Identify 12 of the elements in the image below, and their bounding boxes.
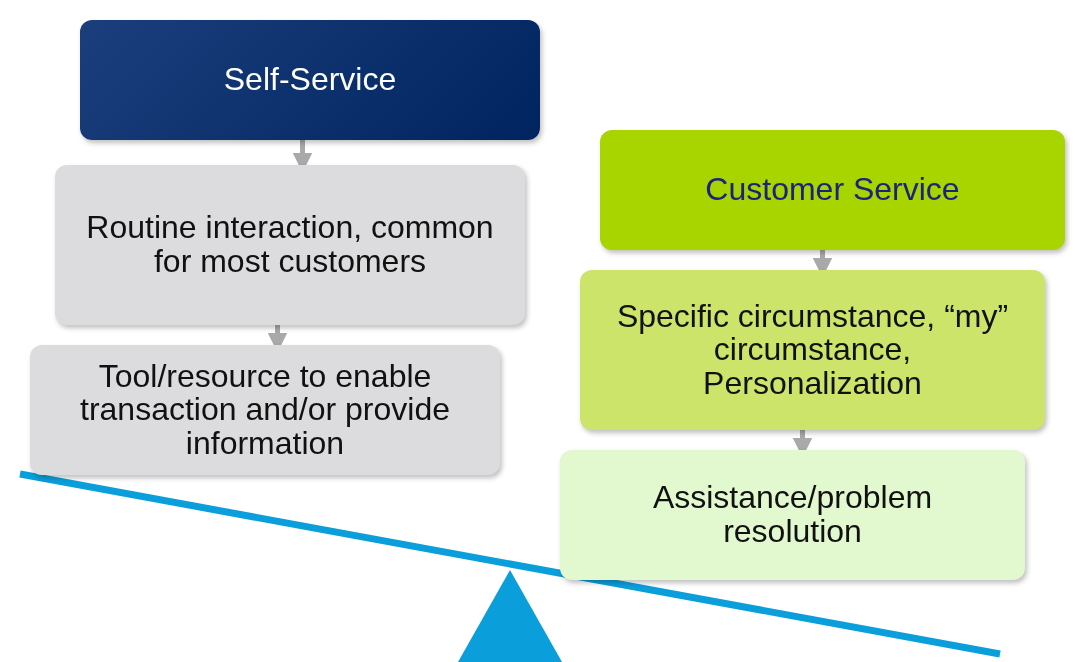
node-text: Self-Service (223, 63, 397, 97)
process-box (560, 450, 1025, 580)
process-box (55, 165, 525, 325)
node-text: Routine interaction, common for most customers (85, 211, 495, 279)
header-box (80, 20, 540, 140)
node-text: Tool/resource to enable transaction and/or provide information (79, 359, 451, 461)
node-text: Specific circumstance, “my” circumstance, Personalization (615, 299, 1010, 401)
process-box (580, 270, 1045, 430)
process-box (30, 345, 500, 475)
node-text: Assistance/problem resolution (651, 481, 934, 549)
node-text: Customer Service (705, 173, 960, 207)
header-box (600, 130, 1065, 250)
